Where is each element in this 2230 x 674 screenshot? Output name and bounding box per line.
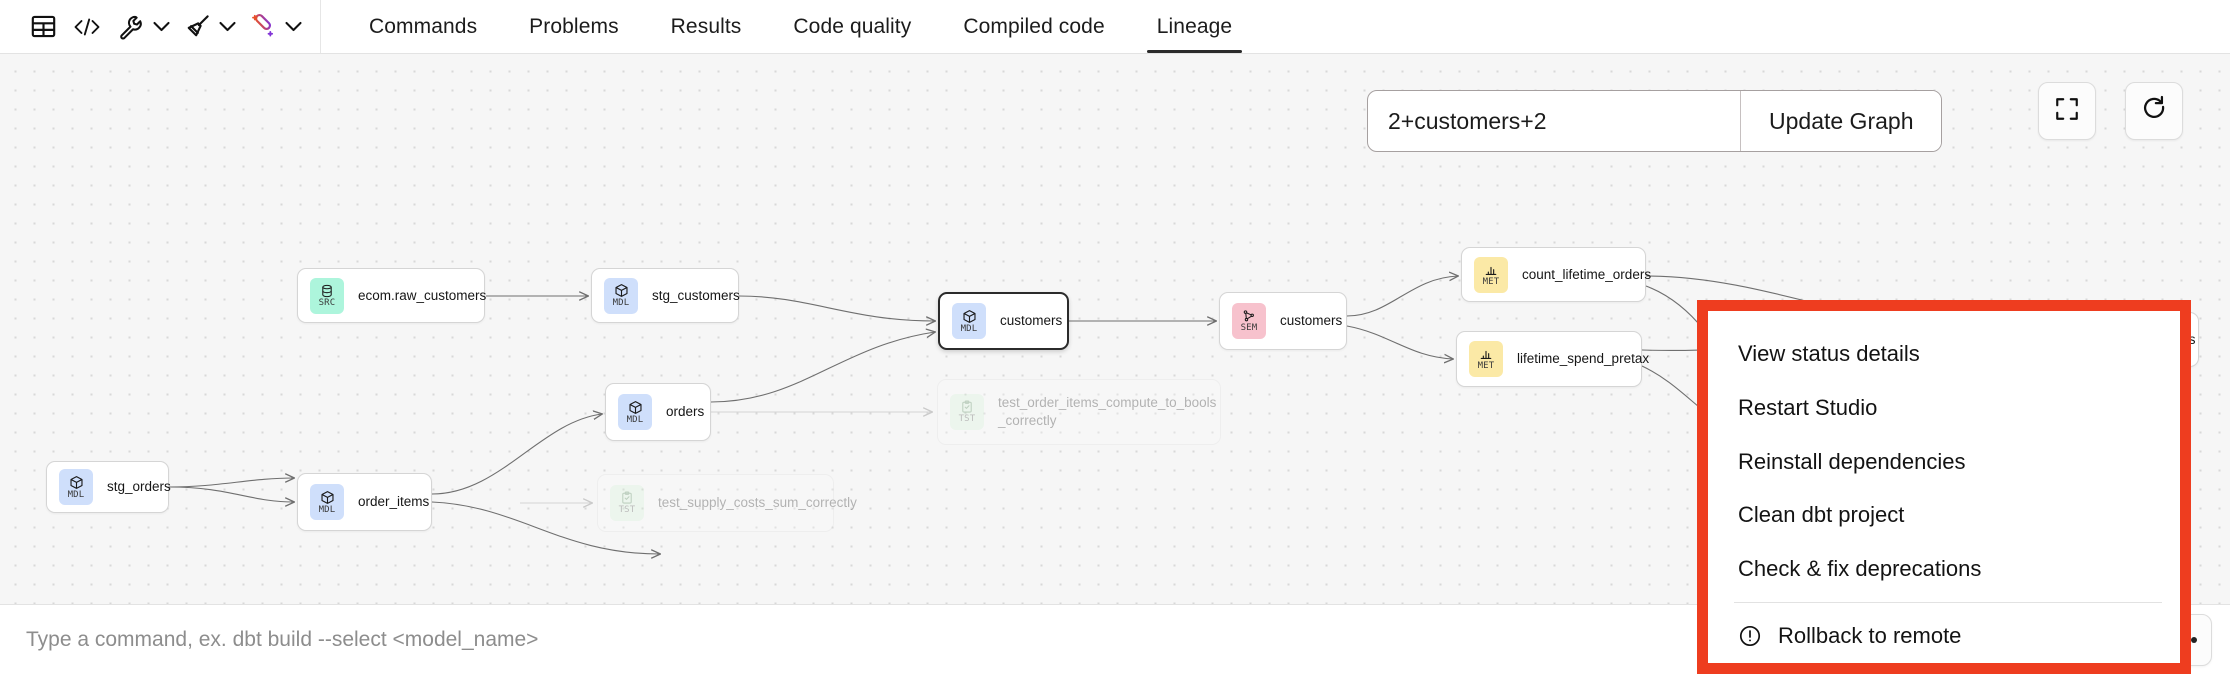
lineage-node-customers-model[interactable]: MDL customers xyxy=(938,292,1069,350)
node-label: ecom.raw_customers xyxy=(358,287,487,303)
menu-item-label: View status details xyxy=(1738,340,1920,366)
refresh-icon xyxy=(2141,95,2168,127)
node-type-label: MDL xyxy=(960,323,978,334)
node-type-label: MDL xyxy=(612,298,630,308)
broom-chevron-down-icon[interactable] xyxy=(214,7,240,47)
fit-to-screen-button[interactable] xyxy=(2038,82,2096,140)
node-label: test_supply_costs_sum_correctly xyxy=(658,495,857,511)
node-type-label: SRC xyxy=(318,297,336,308)
tab-lineage[interactable]: Lineage xyxy=(1131,0,1258,53)
tab-commands[interactable]: Commands xyxy=(369,14,478,38)
tab-compiled-code[interactable]: Compiled code xyxy=(963,14,1105,38)
studio-options-context-menu: View status details Restart Studio Reins… xyxy=(1708,311,2180,663)
node-type-label: MDL xyxy=(67,489,85,500)
menu-item-restart-studio[interactable]: Restart Studio xyxy=(1708,381,2180,435)
node-type-badge-tst: TST xyxy=(610,485,644,521)
lineage-node-orders[interactable]: MDL orders xyxy=(605,383,711,441)
cube-icon xyxy=(628,400,643,415)
fullscreen-icon xyxy=(2054,96,2080,127)
node-type-badge-tst: TST xyxy=(950,394,984,430)
node-label: count_lifetime_orders xyxy=(1522,266,1652,282)
ellipsis-dot-icon xyxy=(2191,636,2197,643)
node-label: customers xyxy=(1280,313,1343,329)
node-type-badge-mdl: MDL xyxy=(604,277,638,314)
menu-item-label: Rollback to remote xyxy=(1778,623,1962,649)
menu-item-label: Restart Studio xyxy=(1738,394,1878,420)
node-type-badge-mdl: MDL xyxy=(618,394,652,430)
lineage-node-stg-orders[interactable]: MDL stg_orders xyxy=(46,461,171,513)
cube-icon xyxy=(320,490,335,505)
node-label: order_items xyxy=(358,494,430,510)
graph-selector-input[interactable] xyxy=(1368,91,1740,151)
node-label: stg_customers xyxy=(652,287,740,303)
cube-icon xyxy=(614,283,629,298)
cube-icon xyxy=(962,309,977,324)
ai-wand-chevron-down-icon[interactable] xyxy=(280,7,306,47)
node-label: stg_orders xyxy=(107,479,171,495)
context-menu-highlight-box: View status details Restart Studio Reins… xyxy=(1697,300,2191,674)
node-type-badge-met: MET xyxy=(1469,341,1503,377)
ai-wand-icon[interactable] xyxy=(242,7,284,47)
menu-item-label: Check & fix deprecations xyxy=(1738,556,1982,582)
node-type-badge-mdl: MDL xyxy=(310,484,344,520)
top-toolbar: Commands Problems Results Code quality C… xyxy=(0,0,2230,54)
command-input[interactable] xyxy=(26,627,1915,652)
lineage-node-test-order-items-compute-to-bools-correctly[interactable]: TST test_order_items_compute_to_bools _c… xyxy=(937,379,1221,445)
menu-item-clean-dbt-project[interactable]: Clean dbt project xyxy=(1708,489,2180,543)
lineage-node-stg-customers[interactable]: MDL stg_customers xyxy=(591,268,740,323)
broom-icon[interactable] xyxy=(176,7,218,47)
editor-tool-group xyxy=(0,0,321,53)
refresh-graph-button[interactable] xyxy=(2125,82,2183,140)
table-icon[interactable] xyxy=(22,7,64,47)
code-icon[interactable] xyxy=(66,7,108,47)
graph-selector-divider xyxy=(1740,91,1741,151)
wrench-icon[interactable] xyxy=(110,7,152,47)
node-type-badge-mdl: MDL xyxy=(952,303,986,339)
alert-circle-icon xyxy=(1738,624,1762,648)
lineage-node-customers-semantic[interactable]: SEM customers xyxy=(1219,292,1347,350)
node-type-label: MDL xyxy=(626,414,644,425)
tab-results[interactable]: Results xyxy=(670,14,742,38)
node-type-label: SEM xyxy=(1240,323,1258,333)
tab-problems[interactable]: Problems xyxy=(529,14,619,38)
bar-chart-icon xyxy=(1484,263,1498,277)
graph-selector-bar: Update Graph xyxy=(1367,90,1943,152)
node-label: test_order_items_compute_to_bools _corre… xyxy=(998,395,1217,428)
menu-item-check-fix-deprecations[interactable]: Check & fix deprecations xyxy=(1708,542,2180,596)
menu-item-label: Clean dbt project xyxy=(1738,502,1905,528)
node-type-badge-met: MET xyxy=(1474,256,1508,293)
node-type-badge-src: SRC xyxy=(310,277,344,314)
lineage-node-test-supply-costs-sum-correctly[interactable]: TST test_supply_costs_sum_correctly xyxy=(597,474,857,532)
node-label: lifetime_spend_pretax xyxy=(1517,351,1650,367)
clipboard-check-icon xyxy=(960,400,974,414)
lineage-node-ecom-raw-customers[interactable]: SRC ecom.raw_customers xyxy=(297,268,487,323)
menu-item-label: Reinstall dependencies xyxy=(1738,448,1966,474)
semantic-model-icon xyxy=(1242,309,1256,323)
node-type-badge-sem: SEM xyxy=(1232,303,1266,339)
wrench-chevron-down-icon[interactable] xyxy=(148,7,174,47)
menu-item-reinstall-dependencies[interactable]: Reinstall dependencies xyxy=(1708,435,2180,489)
menu-separator xyxy=(1734,602,2162,604)
node-label: orders xyxy=(666,404,705,420)
node-type-label: TST xyxy=(958,414,976,424)
tab-code-quality[interactable]: Code quality xyxy=(793,14,912,38)
cube-icon xyxy=(69,475,84,490)
node-label: customers xyxy=(1000,313,1063,329)
menu-item-view-status-details[interactable]: View status details xyxy=(1708,327,2180,381)
lineage-node-count-lifetime-orders[interactable]: MET count_lifetime_orders xyxy=(1461,247,1651,302)
menu-item-rollback-to-remote[interactable]: Rollback to remote xyxy=(1708,609,2180,663)
node-type-label: MET xyxy=(1477,361,1495,371)
lineage-node-order-items[interactable]: MDL order_items xyxy=(297,473,432,531)
panel-tabs: Commands Problems Results Code quality C… xyxy=(321,0,1258,53)
node-type-label: MET xyxy=(1482,276,1500,287)
node-type-label: TST xyxy=(618,505,636,515)
database-icon xyxy=(320,284,334,298)
bar-chart-icon xyxy=(1479,347,1493,361)
node-type-badge-mdl: MDL xyxy=(59,469,93,505)
update-graph-button[interactable]: Update Graph xyxy=(1741,91,1942,151)
node-type-label: MDL xyxy=(318,504,336,515)
lineage-node-lifetime-spend-pretax[interactable]: MET lifetime_spend_pretax xyxy=(1456,331,1649,387)
clipboard-check-icon xyxy=(620,491,634,505)
